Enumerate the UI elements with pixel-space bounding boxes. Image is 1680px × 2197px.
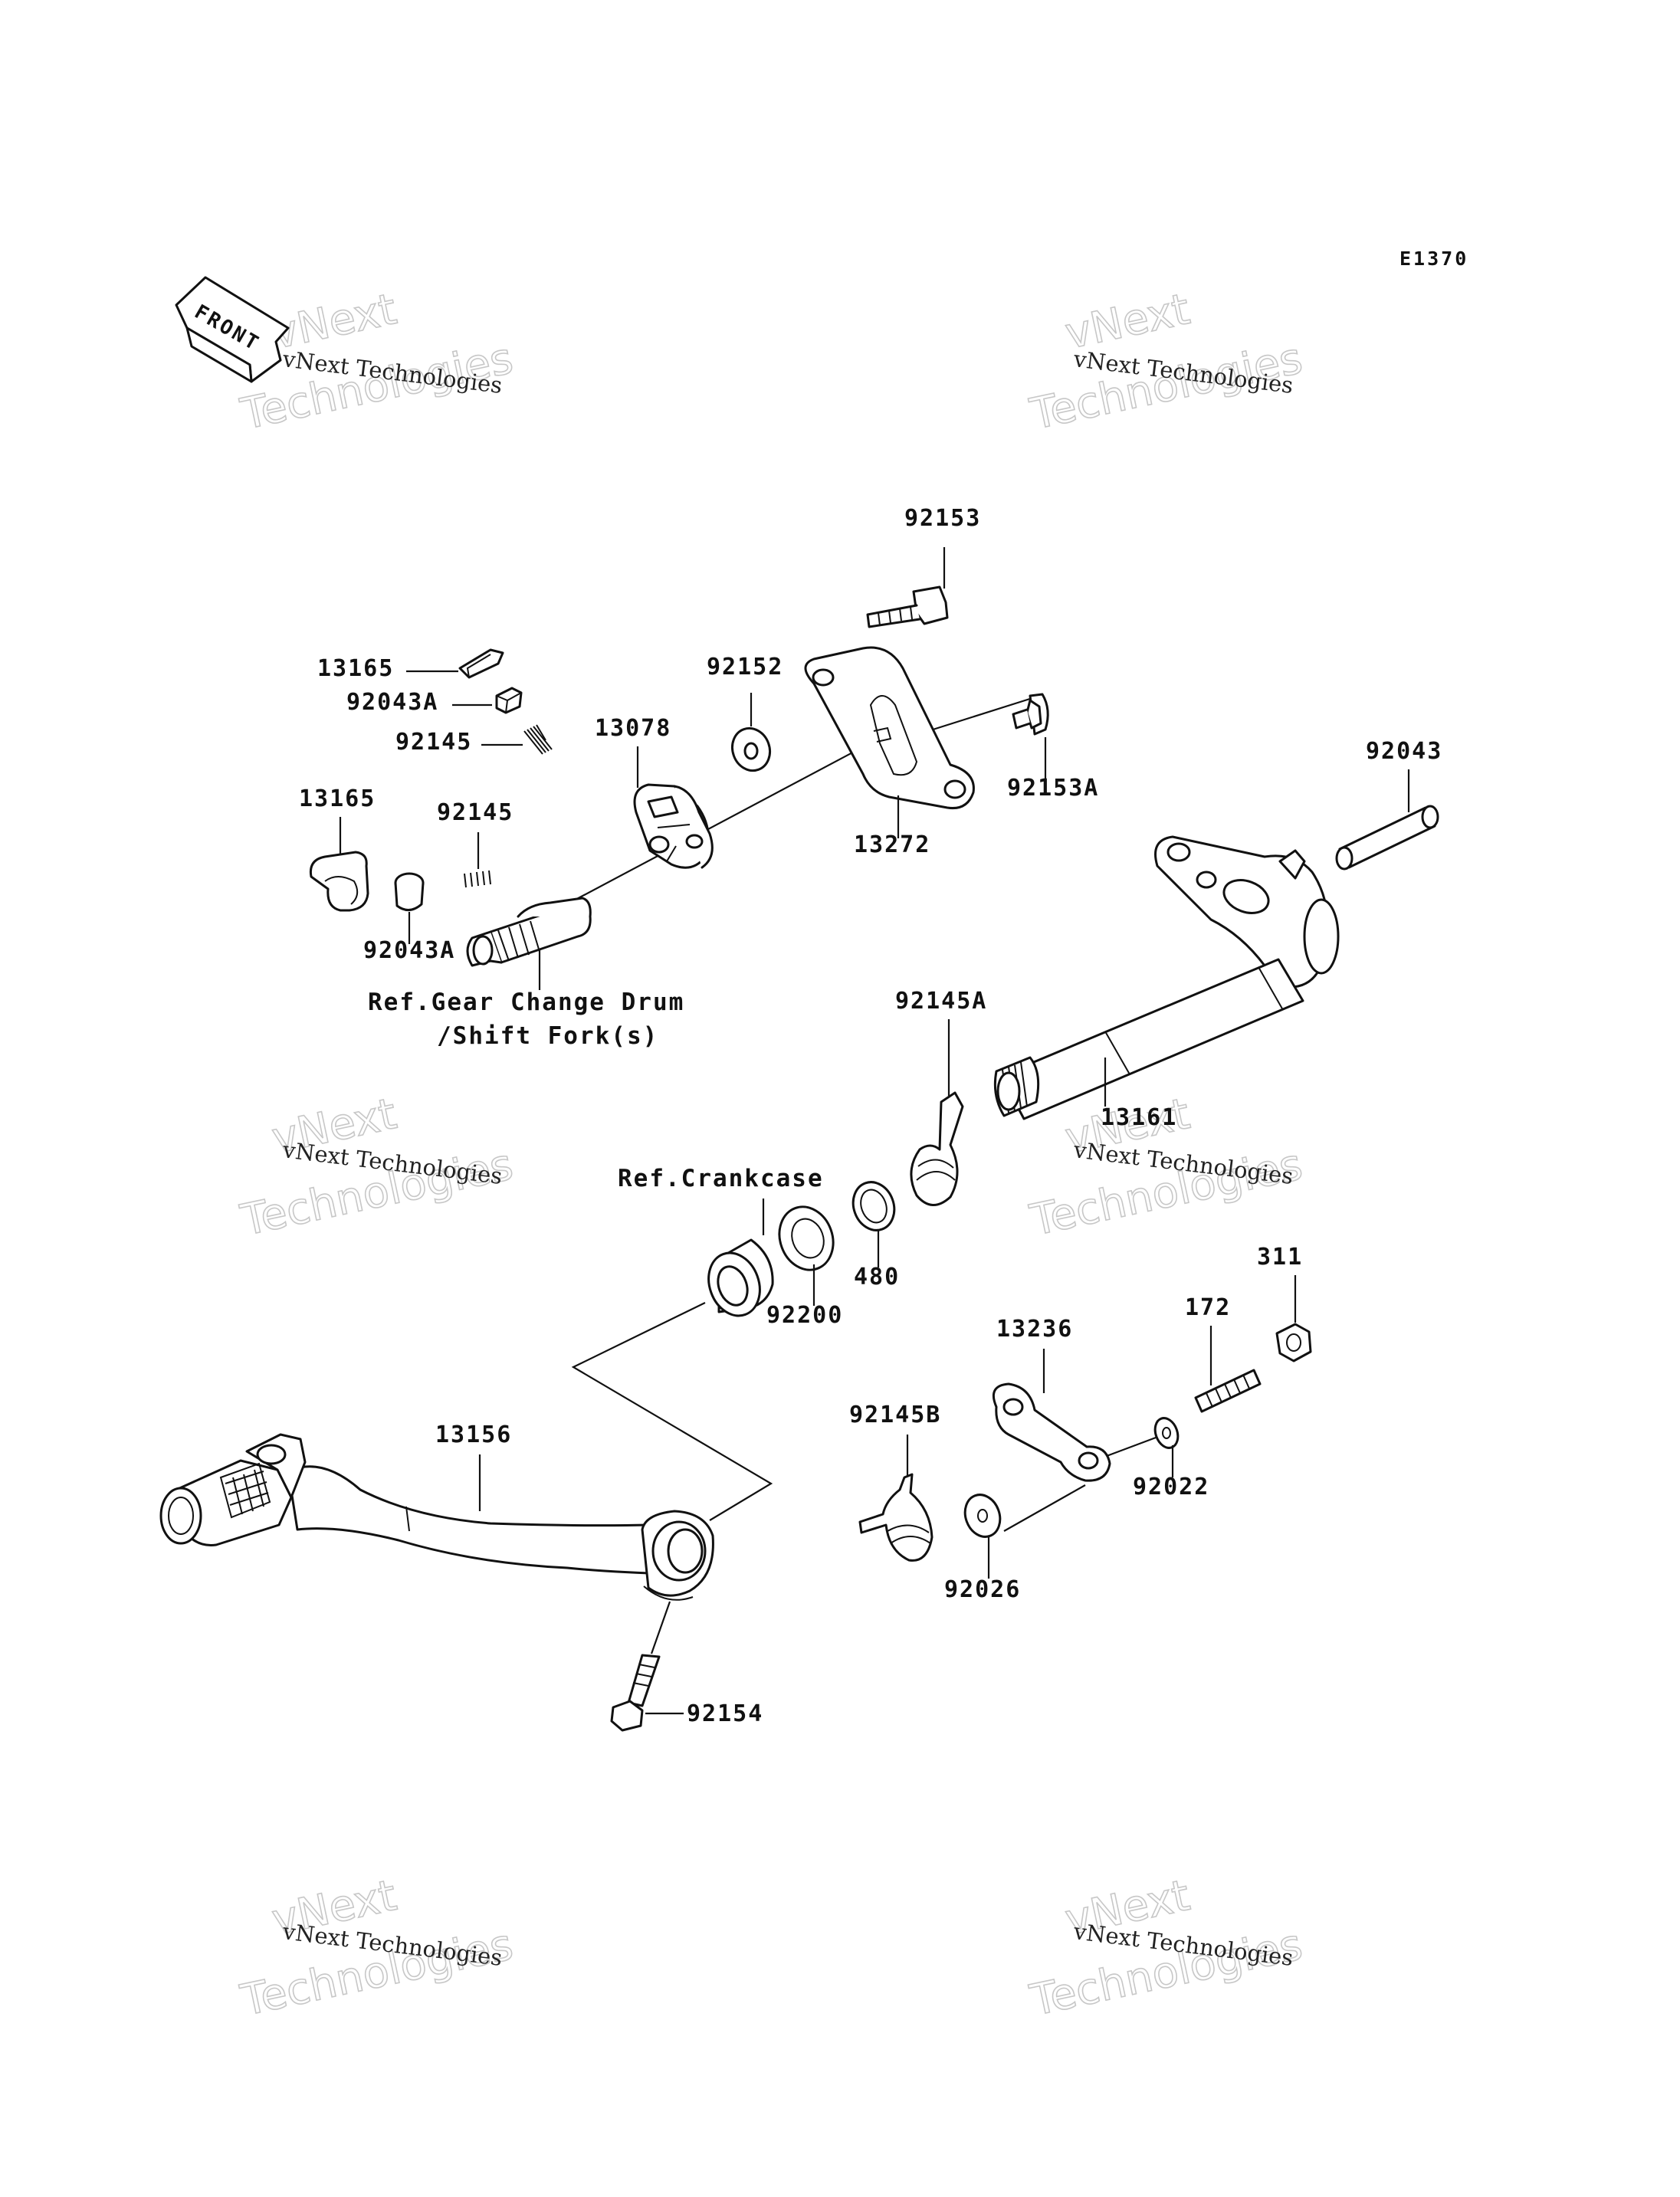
- shaft-gear-change-drum: [466, 897, 592, 967]
- nut-311: [1275, 1323, 1312, 1362]
- axis-13236: [1003, 1484, 1086, 1532]
- label-92022: 92022: [1133, 1474, 1209, 1500]
- bolt-92154: [610, 1601, 671, 1732]
- watermark-bottom-right: vNext Technologies vNext Technologies: [1025, 1870, 1308, 2026]
- pin-92043A-bottom: [394, 872, 425, 911]
- bolt-92153A: [1012, 693, 1049, 736]
- shift-pedal-13156: [159, 1433, 714, 1601]
- watermark-mid-left: vNext Technologies vNext Technologies: [236, 1088, 518, 1246]
- plate-13272: [804, 646, 975, 810]
- ratchet-13078: [633, 783, 714, 869]
- label-92145-mid: 92145: [437, 799, 514, 826]
- bolt-92153: [866, 585, 949, 628]
- label-92152: 92152: [707, 654, 783, 680]
- diagram-code: E1370: [1399, 248, 1468, 270]
- label-311: 311: [1257, 1244, 1303, 1271]
- label-480: 480: [854, 1264, 900, 1290]
- label-92145B: 92145B: [849, 1402, 941, 1428]
- label-92153: 92153: [904, 505, 981, 532]
- label-92153A: 92153A: [1007, 775, 1099, 802]
- shift-shaft-13161: [993, 835, 1340, 1120]
- stud-172: [1194, 1369, 1262, 1413]
- washer-92022: [1153, 1417, 1180, 1449]
- front-arrow-icon: FRONT: [175, 276, 290, 383]
- pin-92043A-top: [495, 687, 523, 714]
- pawl-13165-left: [309, 851, 369, 912]
- ref-gear-change-drum-line1: Ref.Gear Change Drum: [368, 989, 684, 1016]
- watermark-bottom-left: vNext Technologies vNext Technologies: [236, 1870, 518, 2026]
- spring-92145B: [858, 1473, 934, 1562]
- pedal-axis-line: [571, 1302, 773, 1521]
- washer-92200: [778, 1205, 835, 1271]
- ref-gear-change-drum-line2: /Shift Fork(s): [437, 1022, 658, 1050]
- label-92200: 92200: [766, 1302, 843, 1329]
- spring-92145-mid: [464, 870, 491, 888]
- label-13272: 13272: [854, 831, 930, 858]
- label-92043A-bottom: 92043A: [363, 937, 455, 964]
- pin-92043: [1335, 805, 1439, 871]
- washer-92152: [730, 726, 772, 772]
- label-13236: 13236: [996, 1316, 1073, 1343]
- spring-92145A: [910, 1091, 964, 1206]
- link-13236: [993, 1382, 1111, 1482]
- label-92043: 92043: [1366, 738, 1442, 765]
- label-13078: 13078: [595, 715, 671, 742]
- label-172: 172: [1185, 1294, 1231, 1321]
- label-92145-top: 92145: [395, 729, 472, 756]
- circlip-480: [851, 1181, 896, 1231]
- label-92145A: 92145A: [895, 988, 987, 1015]
- label-92154: 92154: [687, 1700, 763, 1727]
- seal-crankcase: [707, 1238, 774, 1317]
- spring-92145-top: [523, 724, 553, 755]
- label-13156: 13156: [435, 1421, 512, 1448]
- label-92026: 92026: [944, 1576, 1021, 1603]
- label-92043A-top: 92043A: [346, 689, 438, 716]
- ref-crankcase: Ref.Crankcase: [618, 1165, 824, 1192]
- pawl-13165-top: [458, 648, 504, 679]
- axis-92022: [1106, 1436, 1157, 1458]
- label-13161: 13161: [1101, 1104, 1177, 1131]
- axis-92154: [650, 1601, 671, 1654]
- label-13165-left: 13165: [299, 785, 376, 812]
- watermark-top-right: vNext Technologies vNext Technologies: [1025, 284, 1308, 440]
- washer-92026: [963, 1494, 1002, 1538]
- label-13165-top: 13165: [317, 655, 394, 682]
